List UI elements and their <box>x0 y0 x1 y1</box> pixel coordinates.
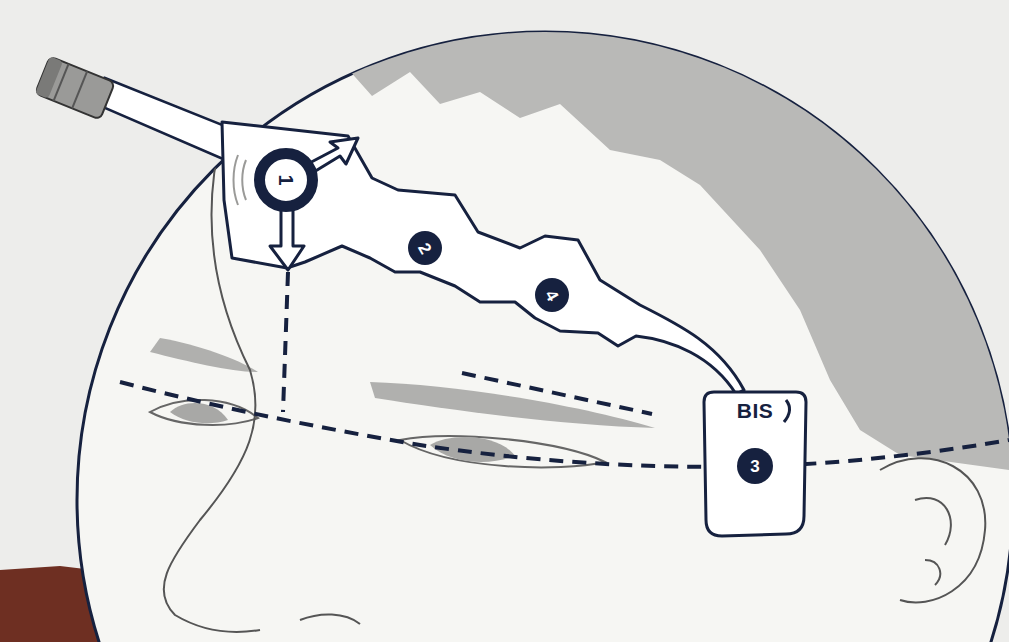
sensor-strip <box>222 122 744 394</box>
electrode-number: 4 <box>542 287 561 304</box>
electrode-dot: 2 <box>408 231 442 265</box>
logo-swoosh <box>784 400 790 422</box>
sensor-cable <box>105 78 230 162</box>
sensor-connector <box>35 56 115 119</box>
eyebrow <box>370 382 655 428</box>
sensor-pad: BIS 3 <box>700 388 810 540</box>
ear <box>880 458 985 602</box>
nose-bridge-guide <box>283 272 288 412</box>
electrode-number: 2 <box>415 240 434 257</box>
eyebrow-guide <box>462 373 652 414</box>
sensor-ridge <box>234 155 247 205</box>
hair <box>330 0 1009 470</box>
pad-outline <box>704 392 806 536</box>
nostril <box>300 614 360 624</box>
electrode-dot: 4 <box>535 278 569 312</box>
electrode-ring: 1 <box>254 148 318 212</box>
brand-label: BIS <box>737 400 774 421</box>
electrode-number: 1 <box>276 174 296 185</box>
ear-detail <box>915 498 951 585</box>
electrode-number: 3 <box>750 458 759 475</box>
electrode-dot: 3 <box>737 448 773 484</box>
